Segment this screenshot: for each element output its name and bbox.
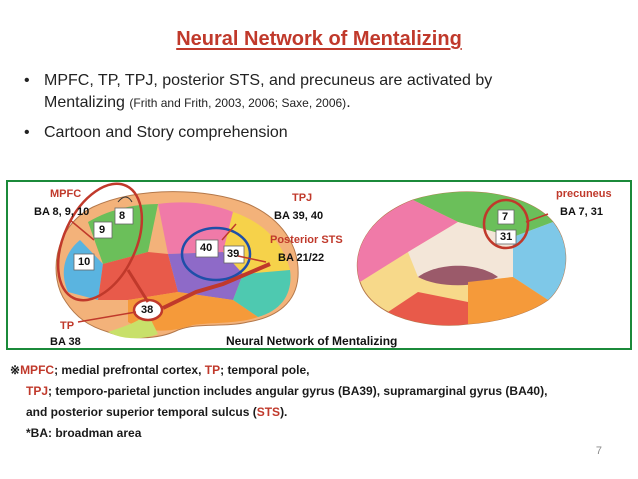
citation: (Frith and Frith, 2003, 2006; Saxe, 2006… [129, 96, 347, 110]
area-40-label: 40 [200, 242, 213, 254]
tp-label: TP [60, 320, 75, 332]
area-39-label: 39 [227, 248, 240, 260]
bullet-1-end: . [346, 94, 351, 111]
brain-figure: 8 9 10 40 39 38 7 31 MPFC BA 8, 9, 10 TP… [6, 180, 632, 350]
figure-caption: Neural Network of Mentalizing [226, 334, 398, 348]
note-line-1: ※MPFC; medial prefrontal cortex, TP; tem… [10, 360, 630, 381]
note-ba: *BA: broadman area [26, 426, 142, 440]
bullet-1-text: MPFC, TP, TPJ, posterior STS, and precun… [44, 72, 493, 89]
mpfc-ba-label: BA 8, 9, 10 [34, 206, 90, 218]
precuneus-ba-label: BA 7, 31 [560, 206, 604, 218]
area-7-label: 7 [502, 211, 509, 223]
network-link [162, 262, 271, 310]
precuneus-label: precuneus [556, 188, 612, 200]
tpj-ba-label: BA 39, 40 [274, 210, 324, 222]
note-tp-def: ; temporal pole, [220, 363, 310, 377]
precuneus-ellipse [482, 198, 530, 250]
bullet-1-line2: Mentalizing [44, 94, 125, 111]
tp-ba-label: BA 38 [50, 336, 81, 348]
area-38-label: 38 [141, 304, 154, 316]
note-tpj: TPJ [26, 384, 49, 398]
tpj-ellipse [180, 226, 252, 282]
posterior-sts-label: Posterior STS [270, 234, 343, 246]
mpfc-ellipse [56, 182, 144, 302]
tpj-label: TPJ [292, 192, 313, 204]
slide-title: Neural Network of Mentalizing [176, 28, 462, 50]
page-number: 7 [595, 445, 602, 457]
area-9-label: 9 [99, 224, 106, 236]
bullet-dot-icon: • [24, 72, 30, 89]
area-8-label: 8 [119, 210, 126, 222]
abbreviation-notes: ※MPFC; medial prefrontal cortex, TP; tem… [10, 360, 630, 444]
bullet-2-text: Cartoon and Story comprehension [44, 124, 288, 141]
note-tp: TP [204, 363, 221, 377]
medial-brain [356, 191, 567, 326]
brain-illustration [55, 182, 567, 339]
network-link [126, 269, 150, 303]
bullet-list: • MPFC, TP, TPJ, posterior STS, and prec… [24, 70, 624, 152]
note-mpfc: MPFC [20, 363, 55, 377]
posterior-sts-ba-label: BA 21/22 [278, 252, 325, 264]
note-line3-post: ). [280, 405, 288, 419]
bullet-item-1: • MPFC, TP, TPJ, posterior STS, and prec… [24, 70, 624, 114]
note-mpfc-def: ; medial prefrontal cortex, [54, 363, 205, 377]
bullet-item-2: • Cartoon and Story comprehension [24, 122, 624, 144]
note-line-3: and posterior superior temporal sulcus (… [10, 402, 630, 423]
note-line-2: TPJ; temporo-parietal junction includes … [10, 381, 630, 402]
note-sts: STS [256, 405, 281, 419]
area-31-label: 31 [500, 231, 513, 243]
note-tpj-def: ; temporo-parietal junction includes ang… [48, 384, 548, 398]
reference-mark-icon: ※ [10, 363, 21, 377]
area-10-label: 10 [78, 256, 91, 268]
mpfc-label: MPFC [50, 188, 82, 200]
note-line3-pre: and posterior superior temporal sulcus ( [26, 405, 257, 419]
lateral-brain [55, 182, 299, 339]
bullet-dot-icon: • [24, 124, 30, 141]
